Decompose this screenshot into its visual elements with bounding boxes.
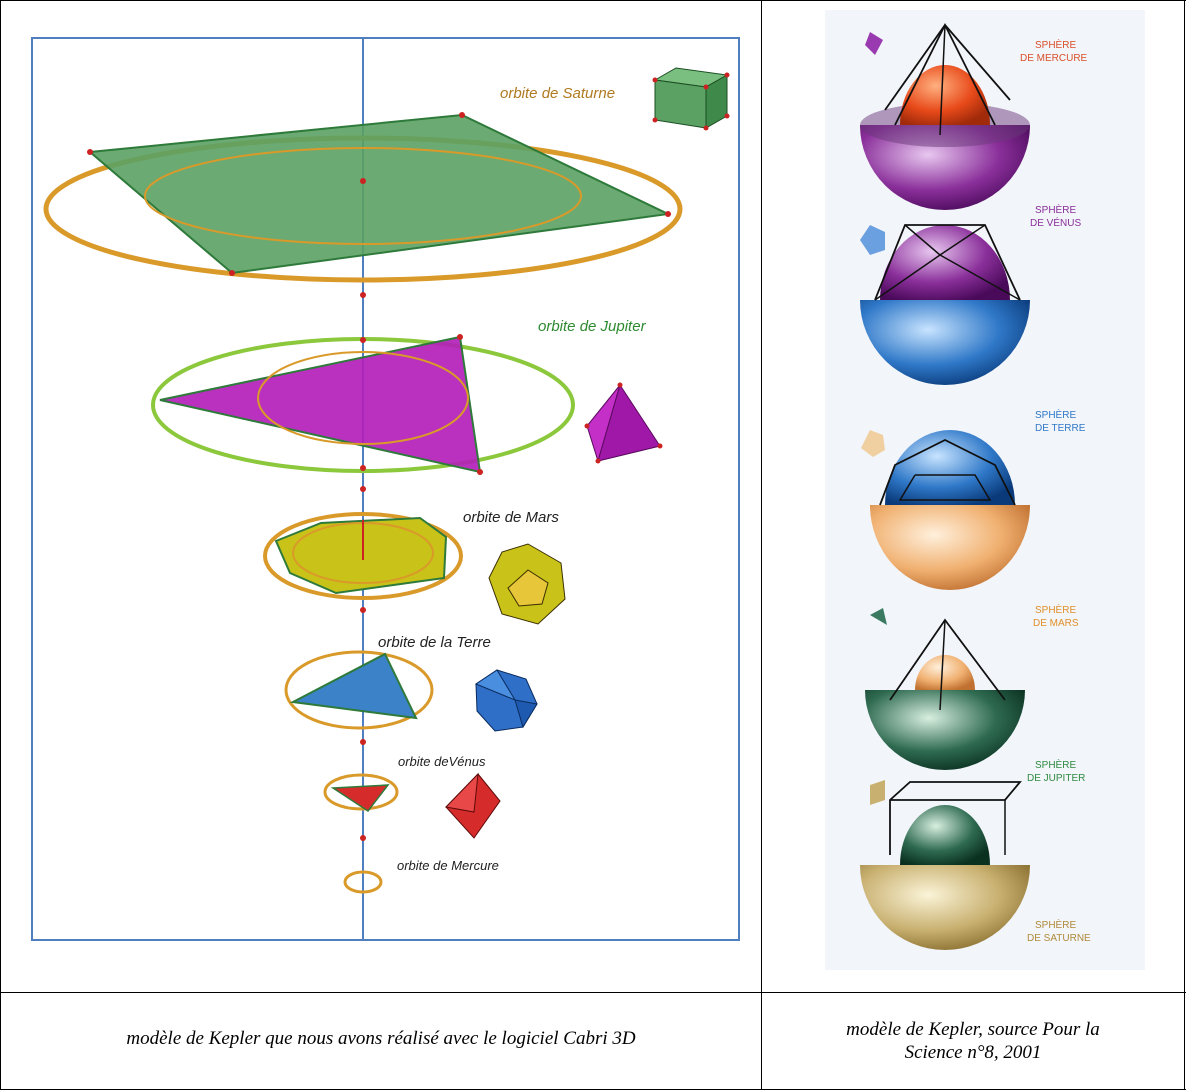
label-mars-orbit: orbite de Mars <box>463 509 559 526</box>
jupiter-inner-sphere <box>257 351 469 445</box>
axis-point <box>360 292 366 298</box>
axis-point <box>360 465 366 471</box>
cube-icon <box>870 780 885 805</box>
caption-right-line1: modèle de Kepler, source Pour la <box>846 1019 1100 1040</box>
venus-orbit <box>323 773 399 811</box>
label-venus-orbit: orbite deVénus <box>398 754 486 769</box>
sphere-label-venus-1: SPHÈRE <box>1035 203 1076 216</box>
jupiter-vertex <box>457 334 463 340</box>
sphere-label-saturn-2: DE SATURNE <box>1027 933 1091 944</box>
jupiter-vertex <box>477 469 483 475</box>
sphere-label-saturn-1: SPHÈRE <box>1035 918 1076 931</box>
table-border-right <box>1184 0 1185 1090</box>
earth-orbit <box>284 650 434 730</box>
axis-point <box>360 607 366 613</box>
jupiter-cube-group <box>860 780 1030 950</box>
icosahedron-icon <box>860 225 885 255</box>
label-jupiter-orbit: orbite de Jupiter <box>538 318 647 335</box>
caption-left: modèle de Kepler que nous avons réalisé … <box>126 1028 636 1049</box>
jupiter-tetra-section <box>159 335 482 474</box>
table-border-top <box>0 0 1186 1</box>
axis-point <box>360 739 366 745</box>
label-mercury-orbit: orbite de Mercure <box>397 858 499 873</box>
table-border-left <box>0 0 1 1090</box>
icosahedron-icon <box>474 669 538 732</box>
earth-dodecahedron-group <box>861 430 1030 590</box>
axis-point <box>360 337 366 343</box>
dodecahedron-icon <box>488 543 566 625</box>
table-border-bottom <box>0 1089 1186 1090</box>
venus-icosahedron-group <box>860 224 1030 385</box>
tetrahedron-icon <box>584 382 663 464</box>
saturn-vertex <box>87 149 93 155</box>
mars-tetrahedron-group <box>865 608 1025 770</box>
sphere-label-venus-2: DE VÉNUS <box>1030 216 1081 229</box>
octahedron-icon <box>444 772 501 839</box>
saturn-vertex <box>459 112 465 118</box>
sphere-label-jupiter-1: SPHÈRE <box>1035 758 1076 771</box>
cube-icon <box>652 67 730 131</box>
axis-point <box>360 835 366 841</box>
sphere-label-earth-1: SPHÈRE <box>1035 408 1076 421</box>
sphere-label-jupiter-2: DE JUPITER <box>1027 773 1085 784</box>
earth-icosa-section <box>289 652 418 720</box>
label-saturn-orbit: orbite de Saturne <box>500 85 615 102</box>
saturn-vertex <box>229 270 235 276</box>
tetrahedron-icon <box>870 608 887 625</box>
sphere-label-mars-2: DE MARS <box>1033 618 1079 629</box>
sphere-label-mars-1: SPHÈRE <box>1035 603 1076 616</box>
octahedron-icon <box>865 32 883 55</box>
table-divider-horizontal <box>0 992 1186 993</box>
mars-orbit <box>263 512 463 600</box>
table-divider-vertical <box>761 0 762 1090</box>
sphere-label-earth-2: DE TERRE <box>1035 423 1086 434</box>
saturn-center-point <box>360 178 366 184</box>
mercury-octahedron-group <box>860 22 1030 210</box>
caption-right-line2: Science n°8, 2001 <box>904 1042 1042 1063</box>
dodecahedron-icon <box>861 430 885 457</box>
mercury-orbit <box>343 870 383 894</box>
cabri-frame <box>31 37 740 941</box>
sphere-label-mercury-2: DE MERCURE <box>1020 53 1088 64</box>
cabri-kepler-model: orbite de Saturne orbite de Jupiter orbi… <box>31 37 740 941</box>
saturn-inner-sphere <box>144 147 582 245</box>
mars-dodeca-section <box>274 516 448 595</box>
caption-right: modèle de Kepler, source Pour la Science… <box>762 1018 1184 1064</box>
sphere-label-mercury-1: SPHÈRE <box>1035 38 1076 51</box>
saturn-vertex <box>665 211 671 217</box>
venus-octa-section <box>330 784 390 813</box>
label-earth-orbit: orbite de la Terre <box>378 634 491 651</box>
axis-point <box>360 486 366 492</box>
kepler-nested-spheres: SPHÈRE DE MERCURE SPHÈRE DE VÉNUS SPHÈRE… <box>825 10 1145 970</box>
